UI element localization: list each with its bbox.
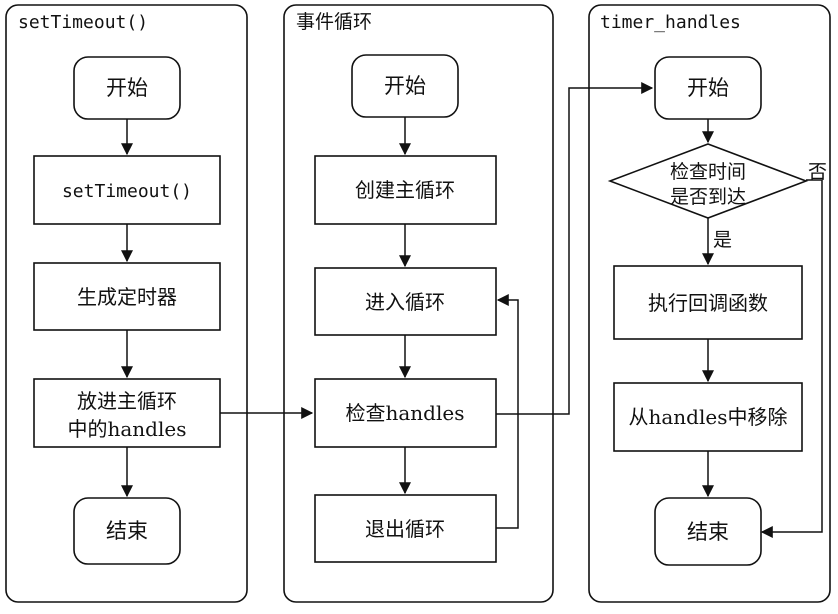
edge-no-label: 否: [808, 161, 827, 183]
l1-create-label: 生成定时器: [77, 285, 177, 309]
l3-remove-label: 从handles中移除: [629, 405, 788, 429]
l3-decision-label-line2: 是否到达: [670, 186, 746, 208]
l3-decision-node: [607, 143, 809, 219]
l2-start-label: 开始: [384, 74, 426, 98]
l2-create-node: [314, 155, 497, 225]
l1-start-label: 开始: [106, 76, 148, 100]
edge-l3-decision-no: [760, 179, 823, 538]
l3-exec-label: 执行回调函数: [648, 291, 768, 315]
lane-event-loop-frame: [283, 4, 554, 603]
l3-remove-node: [613, 382, 803, 452]
l1-start-node: [73, 56, 181, 120]
l3-exec-node: [613, 265, 803, 340]
lane-settimeout-title: setTimeout(): [18, 12, 148, 33]
l1-put-label-line2: 中的handles: [68, 417, 187, 441]
lane-event-loop: 事件循环: [283, 4, 554, 603]
lane-timer-handles: timer_handles: [588, 4, 831, 603]
l2-start-node: [351, 54, 459, 118]
l1-put-node: [33, 378, 221, 448]
l1-put-label-line1: 放进主循环: [77, 389, 177, 413]
l3-end-label: 结束: [687, 520, 729, 544]
l2-check-node: [314, 378, 497, 448]
l3-start-label: 开始: [687, 76, 729, 100]
lane-settimeout: setTimeout(): [5, 4, 248, 603]
lane-event-loop-title: 事件循环: [296, 11, 372, 33]
l3-start-node: [654, 56, 762, 120]
lane-settimeout-frame: [5, 4, 248, 603]
l2-exit-label: 退出循环: [365, 517, 445, 541]
l3-decision-label-line1: 检查时间: [670, 161, 746, 183]
l2-exit-node: [314, 494, 497, 563]
l3-end-node: [654, 497, 762, 566]
l2-enter-label: 进入循环: [365, 290, 445, 314]
l2-enter-node: [314, 267, 497, 336]
l1-create-node: [33, 262, 221, 331]
lane-timer-handles-frame: [588, 4, 831, 603]
edge-check-to-timer-start: [496, 82, 654, 415]
l1-call-node: [33, 155, 221, 225]
l1-end-label: 结束: [106, 519, 148, 543]
lane-timer-handles-title: timer_handles: [600, 12, 741, 33]
edge-yes-label: 是: [713, 229, 732, 251]
l1-end-node: [73, 497, 181, 565]
l1-call-label: setTimeout(): [62, 181, 192, 202]
l2-create-label: 创建主循环: [355, 178, 455, 202]
l2-check-label: 检查handles: [346, 401, 465, 425]
